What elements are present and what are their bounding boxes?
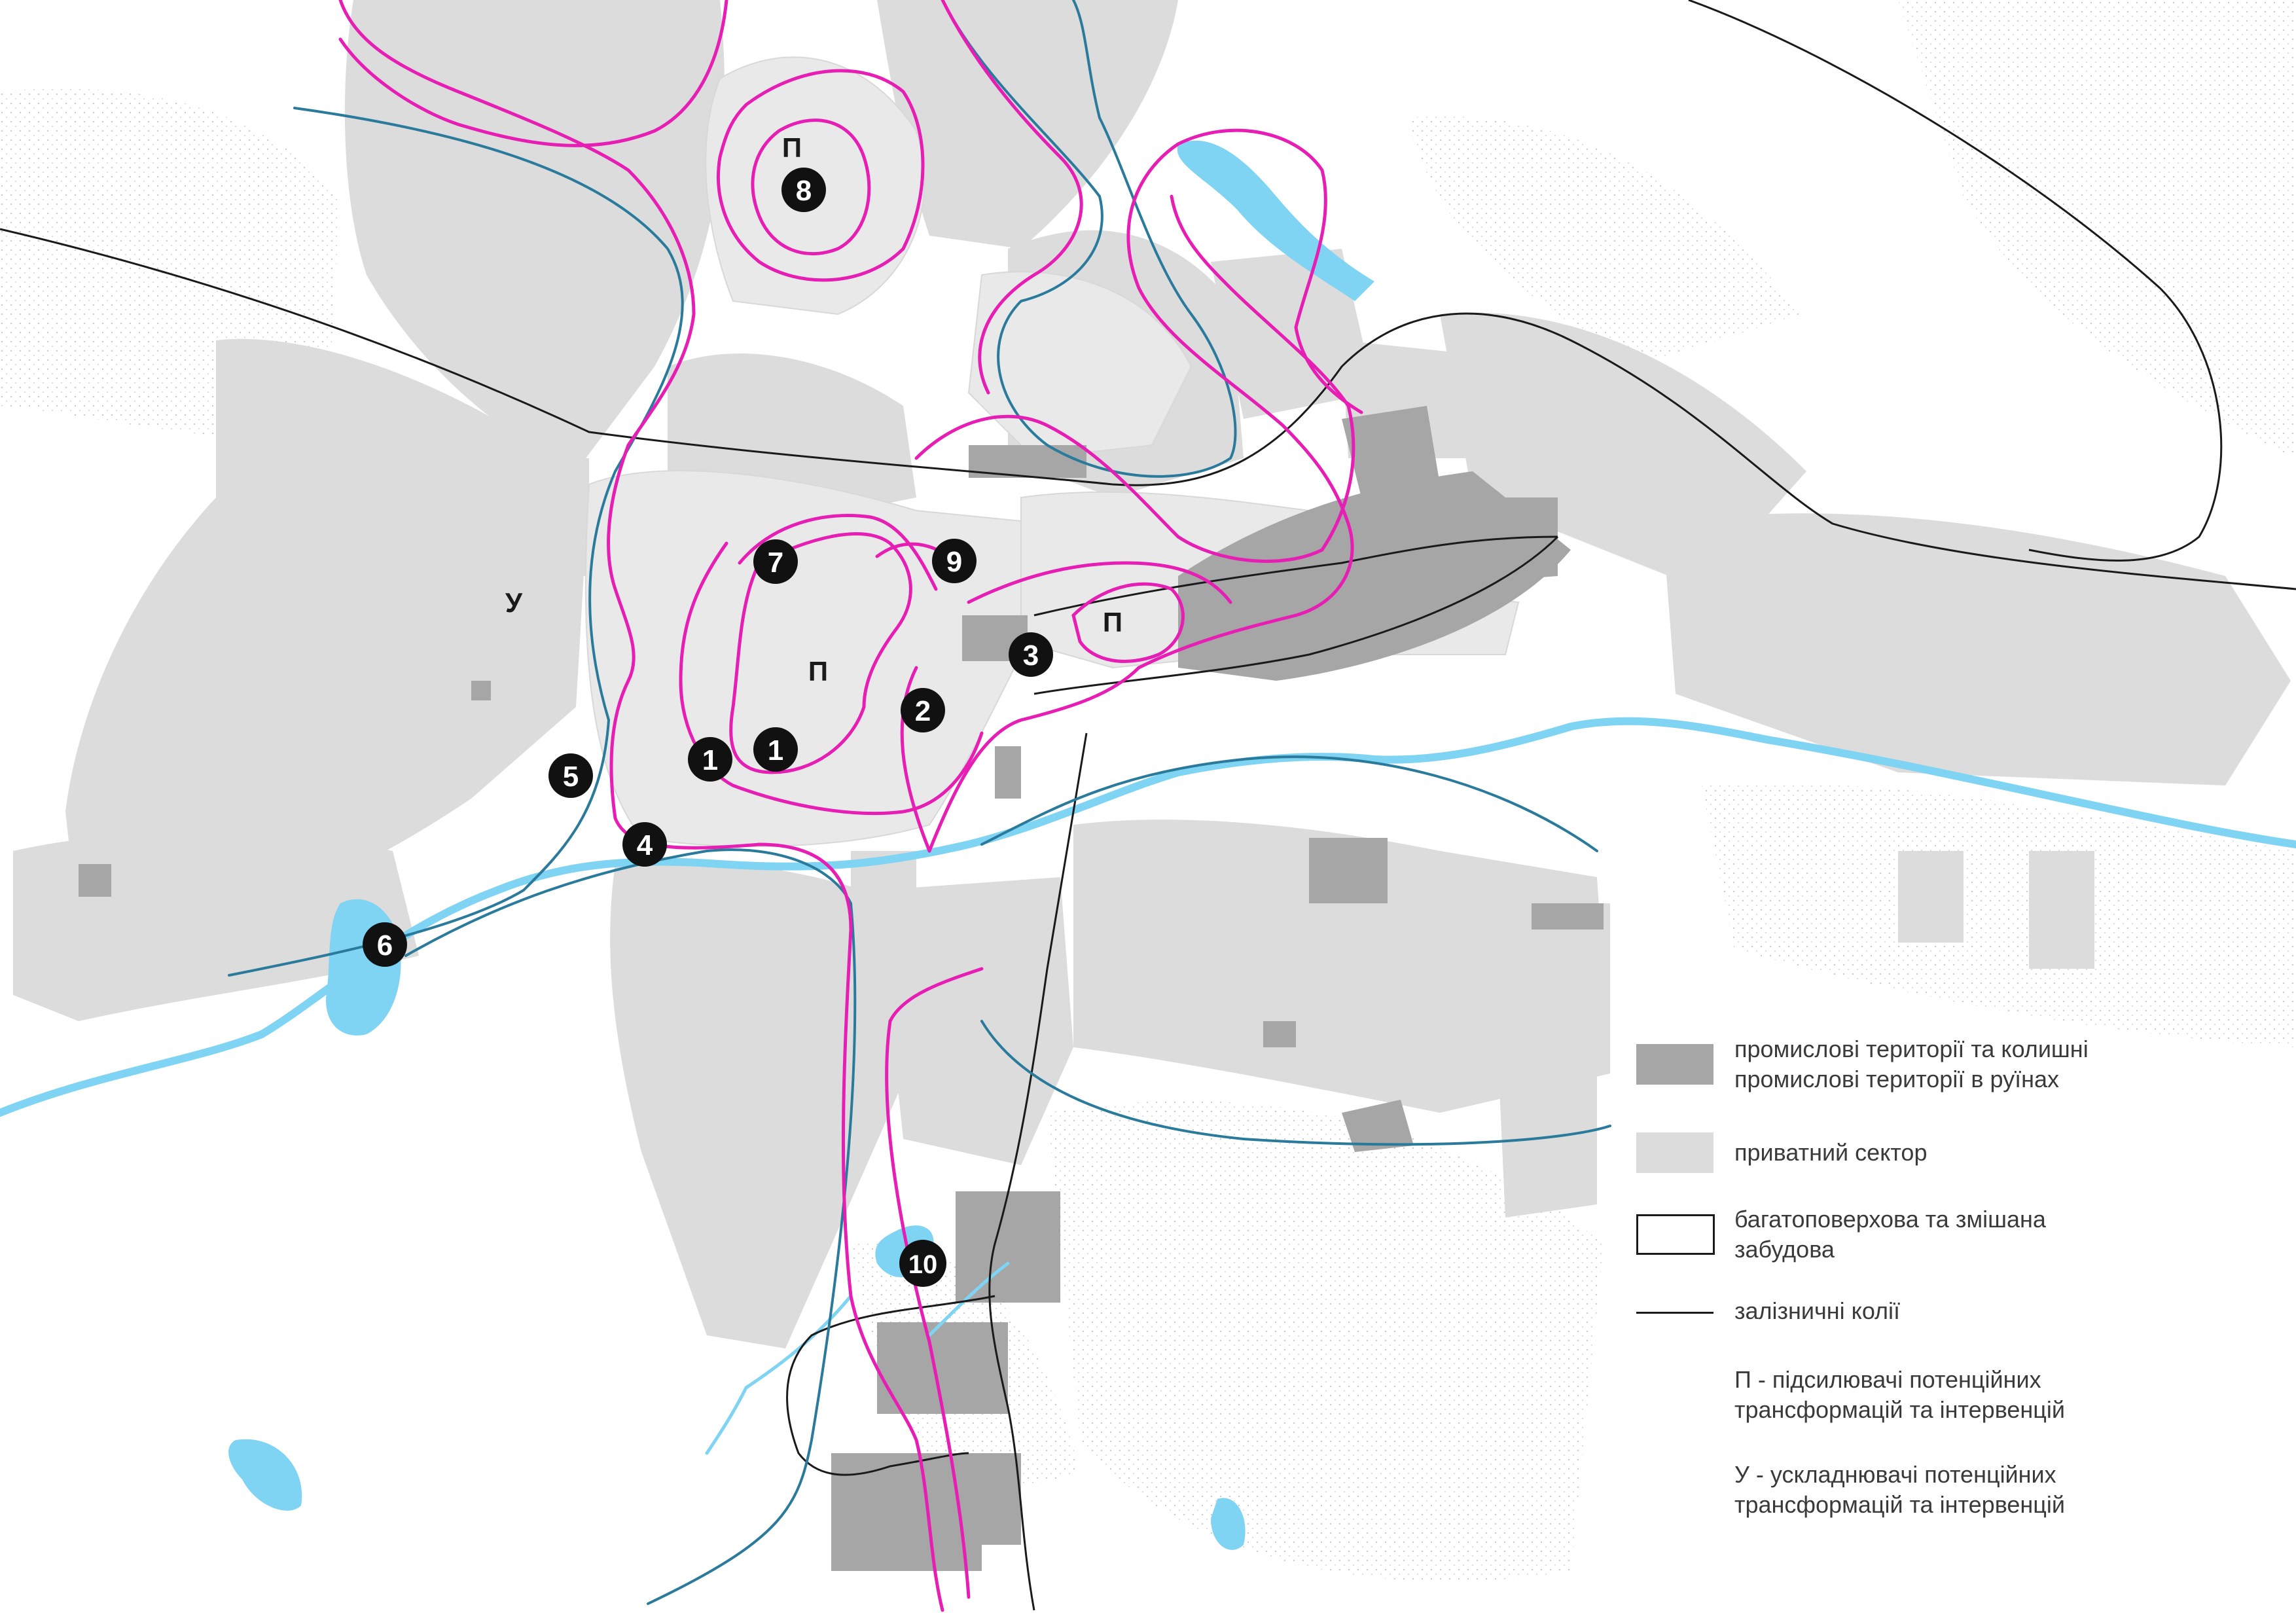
marker[interactable]: 3 — [1009, 632, 1053, 677]
marker-number: 1 — [768, 734, 783, 767]
legend-text-line: забудова — [1734, 1236, 1835, 1263]
marker-number: 1 — [702, 744, 718, 776]
marker-number: 3 — [1023, 640, 1039, 672]
legend-label-u: У - ускладнювачі потенційних трансформац… — [1734, 1460, 2065, 1520]
marker-number: 6 — [377, 929, 393, 962]
marker[interactable]: 5 — [548, 753, 593, 798]
marker[interactable]: 10 — [899, 1240, 946, 1287]
marker-number: 9 — [946, 546, 962, 578]
numbered-markers: 1 1 2 3 4 5 6 7 — [363, 168, 1053, 1287]
legend-text-line: багатоповерхова та змішана — [1734, 1206, 2046, 1233]
mixed-swatch — [1636, 1214, 1715, 1255]
zone-label-p: П — [808, 656, 828, 687]
legend-text-line: промислові території та колишні — [1734, 1036, 2089, 1062]
legend-text-line: трансформацій та інтервенцій — [1734, 1491, 2066, 1518]
legend-text-line: У - ускладнювачі потенційних — [1734, 1461, 2056, 1488]
legend-label-mixed: багатоповерхова та змішана забудова — [1734, 1204, 2046, 1265]
zone-label-p: П — [782, 132, 802, 163]
marker[interactable]: 1 — [753, 727, 798, 772]
marker-number: 10 — [908, 1250, 938, 1279]
legend-label-private: приватний сектор — [1734, 1139, 1928, 1166]
marker-number: 7 — [768, 547, 783, 579]
rail-swatch — [1636, 1312, 1713, 1314]
marker[interactable]: 6 — [363, 922, 407, 967]
marker-number: 2 — [915, 695, 931, 727]
private-swatch — [1636, 1132, 1713, 1173]
teal-boundaries — [228, 0, 1611, 1605]
marker[interactable]: 8 — [781, 168, 826, 212]
industrial-areas — [79, 406, 1604, 1571]
vegetation-texture — [0, 0, 2296, 1581]
legend-text-line: П - підсилювачі потенційних — [1734, 1366, 2041, 1393]
legend-label-industrial: промислові території та колишні промисло… — [1734, 1034, 2089, 1094]
marker[interactable]: 7 — [753, 539, 798, 584]
zone-label-u: У — [505, 587, 523, 618]
marker[interactable]: 9 — [932, 539, 977, 583]
marker-number: 5 — [563, 761, 579, 793]
marker[interactable]: 4 — [622, 822, 667, 867]
legend-text-line: трансформацій та інтервенцій — [1734, 1396, 2066, 1423]
private-sector-areas — [13, 0, 2291, 1348]
zone-label-p: П — [1103, 607, 1122, 638]
marker[interactable]: 1 — [688, 737, 732, 782]
marker[interactable]: 2 — [901, 688, 945, 732]
legend-label-p: П - підсилювачі потенційних трансформаці… — [1734, 1365, 2065, 1425]
marker-number: 4 — [637, 829, 653, 861]
zone-labels: П П П У — [505, 132, 1122, 687]
legend-text-line: промислові території в руїнах — [1734, 1066, 2059, 1092]
legend-label-rail: залізничні колії — [1734, 1297, 1901, 1324]
magenta-boundaries — [338, 0, 1363, 1612]
marker-number: 8 — [796, 175, 812, 207]
industrial-swatch — [1636, 1044, 1713, 1085]
